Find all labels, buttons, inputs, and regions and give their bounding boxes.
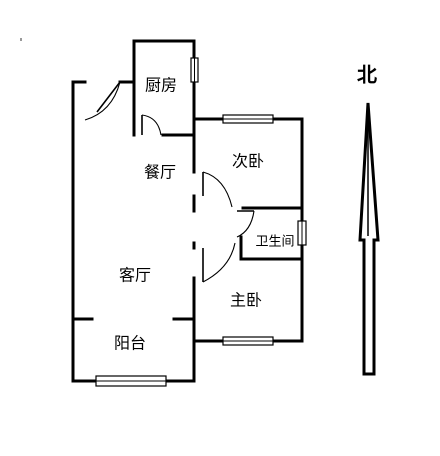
door-kitchen xyxy=(141,114,162,136)
window-kitchen xyxy=(190,57,199,83)
door-second-bedroom xyxy=(202,171,233,208)
walls xyxy=(71,39,304,383)
window-bathroom xyxy=(297,220,307,246)
label-dining: 餐厅 xyxy=(144,163,176,182)
window-balcony xyxy=(95,375,167,387)
doors xyxy=(84,81,255,283)
compass: 北 xyxy=(357,63,380,376)
north-label: 北 xyxy=(357,63,377,87)
door-bathroom xyxy=(236,210,255,238)
room-labels: 厨房 餐厅 次卧 卫生间 客厅 主卧 阳台 xyxy=(114,76,295,353)
scan-speck xyxy=(20,38,22,41)
label-balcony: 阳台 xyxy=(114,334,146,353)
door-master-bedroom xyxy=(202,242,236,283)
label-kitchen: 厨房 xyxy=(145,76,177,95)
window-second-bedroom xyxy=(222,114,274,124)
north-arrow-icon xyxy=(358,102,380,376)
label-bathroom: 卫生间 xyxy=(255,235,294,250)
label-second-bedroom: 次卧 xyxy=(232,152,264,171)
label-living-room: 客厅 xyxy=(119,266,151,285)
door-entrance xyxy=(84,81,121,121)
window-master-bedroom xyxy=(222,336,274,346)
windows xyxy=(95,57,307,387)
label-master-bedroom: 主卧 xyxy=(230,291,262,310)
